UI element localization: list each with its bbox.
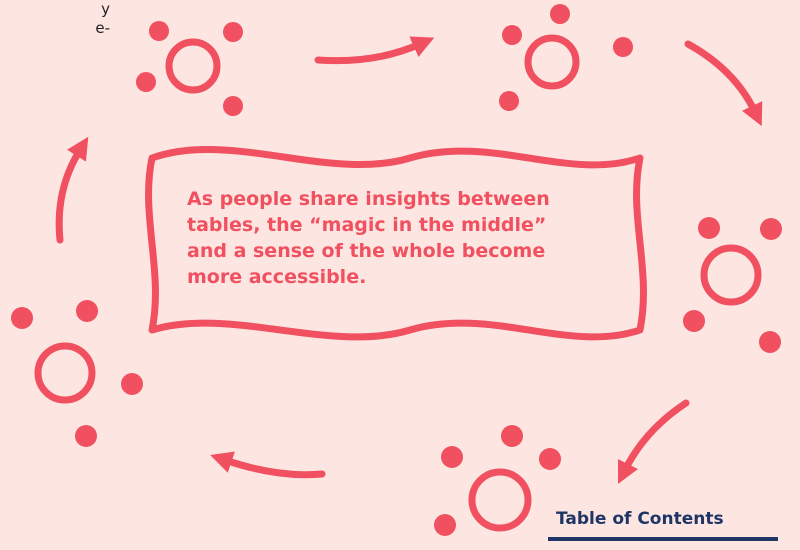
seat-dot [136, 72, 156, 92]
seat-dot [11, 307, 33, 329]
seat-dot [499, 91, 519, 111]
circular-arrow-icon [210, 451, 326, 479]
toc-underline [548, 537, 778, 541]
table-circle [468, 468, 532, 532]
callout-text: As people share insights between tables,… [187, 186, 627, 290]
seat-dot [121, 373, 143, 395]
table-group-icon [499, 4, 633, 111]
seat-dot [434, 514, 456, 536]
table-circle [165, 38, 221, 94]
seat-dot [698, 217, 720, 239]
callout-line: tables, the “magic in the middle” [187, 214, 547, 236]
seat-dot [539, 448, 561, 470]
cropped-text-line: e- [95, 19, 110, 37]
seat-dot [760, 218, 782, 240]
seat-dot [149, 21, 169, 41]
circular-arrow-icon [684, 40, 763, 127]
seat-dot [683, 310, 705, 332]
seat-dot [759, 331, 781, 353]
seat-dot [441, 446, 463, 468]
table-circle [700, 244, 762, 306]
callout-banner [145, 145, 647, 341]
cropped-text-fragment: y e- [0, 0, 110, 38]
callout-line: and a sense of the whole become [187, 240, 546, 262]
seat-dot [75, 425, 97, 447]
circular-arrow-icon [314, 36, 435, 65]
seat-dot [550, 4, 570, 24]
circular-arrow-icon [617, 399, 690, 485]
table-circle [524, 34, 580, 90]
seat-dot [501, 425, 523, 447]
cropped-text-line: y [101, 0, 110, 18]
callout-line: more accessible. [187, 266, 367, 288]
table-circle [34, 342, 96, 404]
seat-dot [613, 37, 633, 57]
table-group-icon [11, 300, 143, 447]
circular-arrow-icon [55, 136, 89, 244]
seat-dot [76, 300, 98, 322]
table-group-icon [434, 425, 561, 536]
callout-line: As people share insights between [187, 188, 550, 210]
seat-dot [223, 96, 243, 116]
table-of-contents-link[interactable]: Table of Contents [556, 509, 724, 529]
table-group-icon [683, 217, 782, 353]
seat-dot [502, 25, 522, 45]
seat-dot [223, 22, 243, 42]
table-group-icon [136, 21, 243, 116]
